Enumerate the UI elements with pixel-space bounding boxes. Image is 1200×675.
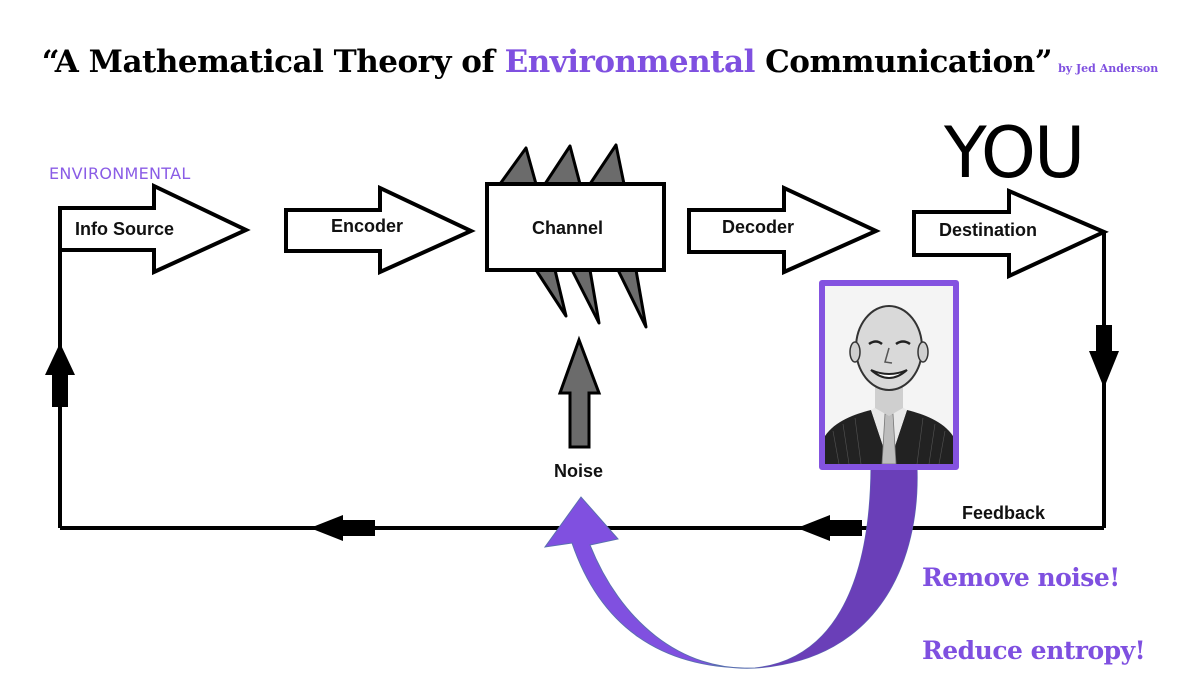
- remove-noise-callout: Remove noise!: [922, 563, 1120, 592]
- stage-label-channel: Channel: [532, 218, 604, 238]
- decoder-arrow: [687, 184, 881, 276]
- title-byline: by Jed Anderson: [1058, 62, 1159, 75]
- title-suffix: Communication: [754, 44, 1035, 80]
- noise-up-arrow-icon: [557, 335, 602, 449]
- title-accent-word: Environmental: [504, 44, 756, 80]
- page-title: “A Mathematical Theory of Environmental …: [0, 44, 1200, 80]
- stage-label-encoder: Encoder: [331, 216, 404, 236]
- stage-label-info-source: Info Source: [75, 219, 175, 239]
- noise-spikes-bottom: [534, 268, 648, 329]
- portrait-frame: [819, 280, 959, 470]
- title-prefix: A Mathematical Theory of: [54, 44, 505, 80]
- environmental-label: ENVIRONMENTAL: [49, 164, 191, 183]
- info-source-arrow: [58, 182, 251, 276]
- encoder-arrow: [284, 184, 476, 276]
- title-close-quote: ”: [1034, 44, 1053, 80]
- noise-spikes-top: [498, 143, 626, 186]
- title-open-quote: “: [41, 44, 56, 80]
- curved-purple-arrow: [543, 467, 918, 669]
- left-arrow-icon: [310, 515, 375, 541]
- up-arrow-icon: [45, 343, 75, 407]
- noise-label: Noise: [554, 461, 604, 481]
- reduce-entropy-callout: Reduce entropy!: [922, 636, 1146, 665]
- left-arrow-icon: [797, 515, 862, 541]
- stage-label-destination: Destination: [939, 220, 1038, 240]
- you-label: YOU: [944, 112, 1085, 194]
- down-arrow-icon: [1089, 325, 1119, 388]
- stage-label-decoder: Decoder: [722, 217, 795, 237]
- person-portrait-icon: [825, 286, 953, 464]
- destination-arrow: [912, 187, 1109, 280]
- channel-box: [485, 182, 666, 272]
- feedback-label: Feedback: [962, 503, 1046, 523]
